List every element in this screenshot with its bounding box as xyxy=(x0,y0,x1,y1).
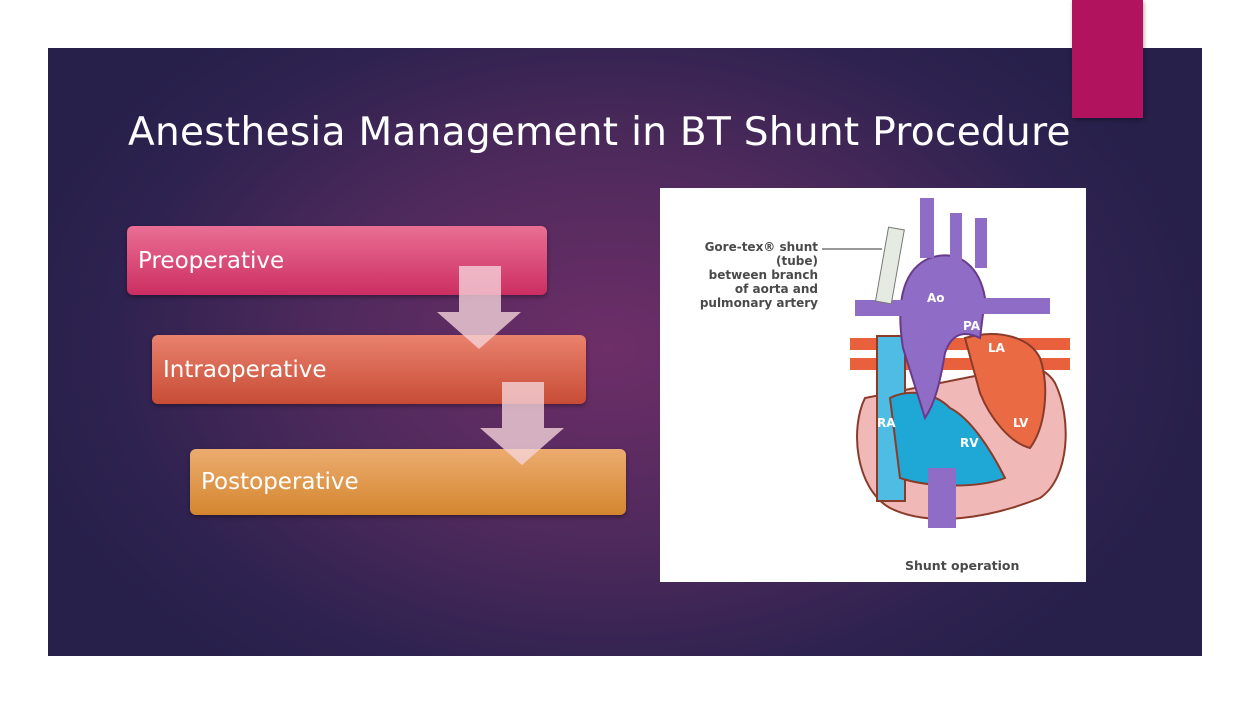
step-label: Postoperative xyxy=(201,469,359,495)
figure-caption: Shunt operation xyxy=(905,558,1020,573)
accent-bar xyxy=(1072,0,1143,118)
step-label: Intraoperative xyxy=(163,356,327,383)
heart-illustration xyxy=(822,198,1070,528)
label-lv: LV xyxy=(1013,416,1029,430)
process-step-postoperative: Postoperative xyxy=(190,449,626,515)
down-arrow-icon xyxy=(437,266,521,349)
label-la: LA xyxy=(988,341,1005,355)
callout-line: of aorta and xyxy=(734,282,818,296)
step-label: Preoperative xyxy=(138,247,285,274)
down-arrow-icon xyxy=(480,382,564,465)
shunt-callout: Gore-tex® shunt (tube) between branch of… xyxy=(660,240,818,310)
callout-line: pulmonary artery xyxy=(699,296,818,310)
label-rv: RV xyxy=(960,436,979,450)
callout-line: between branch xyxy=(708,268,818,282)
bt-shunt-diagram: Gore-tex® shunt (tube) between branch of… xyxy=(660,188,1086,582)
callout-line: Gore-tex® shunt (tube) xyxy=(704,240,818,268)
label-pa: PA xyxy=(963,319,980,333)
slide-title: Anesthesia Management in BT Shunt Proced… xyxy=(128,110,1071,155)
label-ra: RA xyxy=(877,416,896,430)
label-ao: Ao xyxy=(927,291,945,305)
